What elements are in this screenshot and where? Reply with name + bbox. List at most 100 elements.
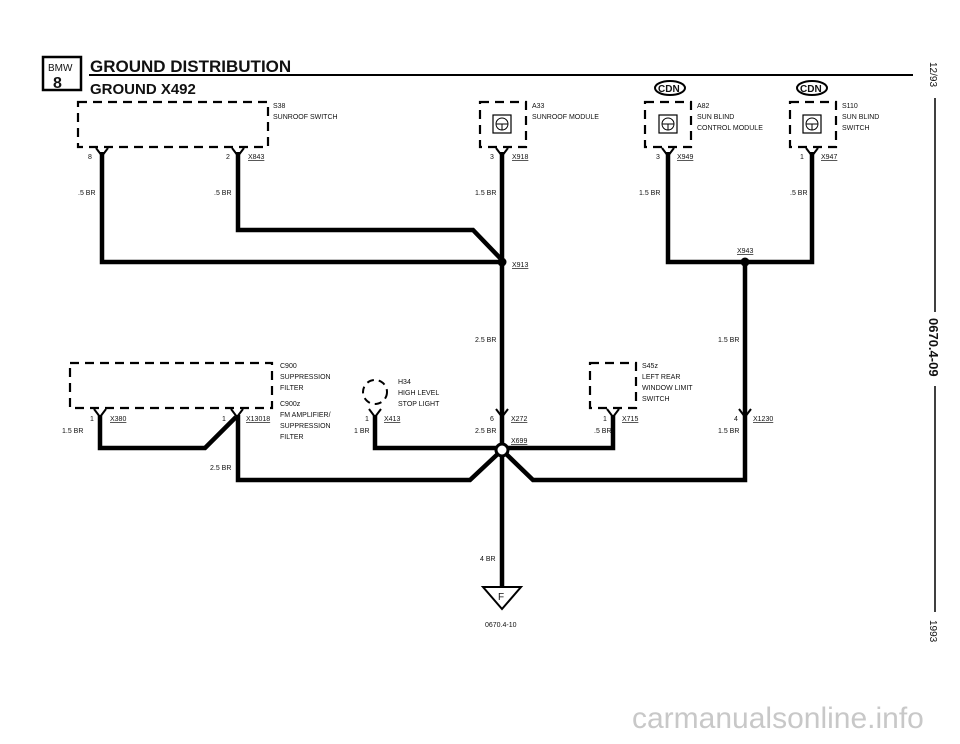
- module-icon: [658, 114, 678, 134]
- wire-gauge: 1.5 BR: [475, 190, 496, 197]
- connector-icon: [231, 147, 245, 158]
- wire-gauge: .5 BR: [214, 190, 232, 197]
- splice-label: X943: [737, 248, 753, 255]
- connector-id: X13018: [246, 416, 270, 423]
- margin-strip: 12/93 0670.4-09 1993: [926, 62, 941, 643]
- component-c900: C900 SUPPRESSION FILTER C900z FM AMPLIFI…: [68, 361, 331, 441]
- component-name: SUN BLIND: [842, 114, 879, 121]
- component-name: SWITCH: [642, 396, 670, 403]
- pin-number: 1: [222, 416, 226, 423]
- lamp-icon: [362, 379, 388, 405]
- component-id: A82: [697, 103, 710, 110]
- wire-gauge: 4 BR: [480, 556, 496, 563]
- pin-number: 3: [656, 154, 660, 161]
- watermark: carmanualsonline.info: [632, 702, 924, 735]
- wire-gauge: 1.5 BR: [62, 428, 83, 435]
- component-h34: H34 HIGH LEVEL STOP LIGHT: [362, 379, 440, 408]
- cdn-badge: [796, 80, 828, 96]
- switch-icon: [802, 114, 822, 134]
- connector-icon: [661, 147, 675, 158]
- component-id: S38: [273, 103, 286, 110]
- component-id: C900: [280, 363, 297, 370]
- connector-icon: [738, 408, 752, 419]
- pin-number: 1: [603, 416, 607, 423]
- splice-label: X699: [511, 438, 527, 445]
- component-id: C900z: [280, 401, 301, 408]
- pin-number: 8: [88, 154, 92, 161]
- wires: [97, 152, 815, 588]
- wire-x715: [502, 415, 616, 451]
- component-s38: S38 SUNROOF SWITCH: [76, 100, 338, 149]
- wire-x413: [372, 415, 502, 451]
- splice-x913: [497, 257, 507, 267]
- wire-gauge: .5 BR: [790, 190, 808, 197]
- component-s45z: S45z LEFT REAR WINDOW LIMIT SWITCH: [588, 361, 693, 410]
- component-name: WINDOW LIMIT: [642, 385, 693, 392]
- component-name: FM AMPLIFIER/: [280, 412, 331, 419]
- pin-number: 4: [734, 416, 738, 423]
- connector-icon: [495, 408, 509, 419]
- component-name: SUNROOF SWITCH: [273, 114, 338, 121]
- wire-x13018: [235, 415, 504, 483]
- component-name: SUNROOF MODULE: [532, 114, 599, 121]
- component-s110: CDN S110 SUN BLIND SWITCH: [788, 80, 879, 149]
- component-id: S45z: [642, 363, 658, 370]
- connector-id: X949: [677, 154, 693, 161]
- pin-labels: 8 2 X843 3 X918 3 X949 1 X947 1 X380 1 X…: [88, 154, 837, 423]
- wire-gauge: 1.5 BR: [718, 337, 739, 344]
- wire-gauge: .5 BR: [594, 428, 612, 435]
- connector-id: X843: [248, 154, 264, 161]
- connector-id: X715: [622, 416, 638, 423]
- pin-number: 1: [365, 416, 369, 423]
- cdn-badge-text: CDN: [800, 84, 822, 95]
- splice-label: X913: [512, 262, 528, 269]
- component-name: LEFT REAR: [642, 374, 680, 381]
- component-name: HIGH LEVEL: [398, 390, 439, 397]
- component-a82: CDN A82 SUN BLIND CONTROL MODULE: [643, 80, 763, 149]
- component-name: SUN BLIND: [697, 114, 734, 121]
- ground-symbol: F: [498, 592, 504, 603]
- connector-icon: [95, 147, 109, 158]
- connector-id: X1230: [753, 416, 773, 423]
- page-subtitle: GROUND X492: [90, 81, 196, 98]
- pin-number: 3: [490, 154, 494, 161]
- component-name: SUPPRESSION: [280, 423, 331, 430]
- ground-arrow-icon: [480, 586, 524, 611]
- wire-s38-pin8: [99, 152, 500, 265]
- wire-x380: [97, 415, 238, 451]
- connector-icon: [230, 408, 244, 419]
- splice-x943: [740, 257, 750, 267]
- wire-gauge: .5 BR: [78, 190, 96, 197]
- margin-page-number: 0670.4-09: [926, 318, 941, 377]
- cdn-badge: [654, 80, 686, 96]
- wire-gauge: 1.5 BR: [639, 190, 660, 197]
- wire-gauge: 2.5 BR: [210, 465, 231, 472]
- bmw-8-logo: BMW 8: [41, 55, 83, 92]
- connector-id: X380: [110, 416, 126, 423]
- connector-icon: [368, 408, 382, 419]
- connector-id: X918: [512, 154, 528, 161]
- wire-labels: .5 BR .5 BR 1.5 BR 1.5 BR .5 BR 2.5 BR 1…: [62, 190, 808, 563]
- margin-date: 12/93: [927, 62, 938, 87]
- cdn-badge-text: CDN: [658, 84, 680, 95]
- connector-icon: [805, 147, 819, 158]
- wire-gauge: 1 BR: [354, 428, 370, 435]
- pin-number: 1: [800, 154, 804, 161]
- margin-year: 1993: [927, 620, 938, 643]
- pin-connectors: [93, 147, 819, 419]
- wire-gauge: 2.5 BR: [475, 337, 496, 344]
- connector-icon: [495, 147, 509, 158]
- connector-icon: [93, 408, 107, 419]
- component-name: FILTER: [280, 385, 304, 392]
- wire-gauge: 1.5 BR: [718, 428, 739, 435]
- connector-id: X947: [821, 154, 837, 161]
- component-name: STOP LIGHT: [398, 401, 440, 408]
- connector-id: X272: [511, 416, 527, 423]
- connector-icon: [606, 408, 620, 419]
- connector-id: X413: [384, 416, 400, 423]
- module-icon: [492, 114, 512, 134]
- logo-text: BMW: [48, 63, 73, 74]
- wire-gauge: 2.5 BR: [475, 428, 496, 435]
- component-id: S110: [842, 103, 858, 110]
